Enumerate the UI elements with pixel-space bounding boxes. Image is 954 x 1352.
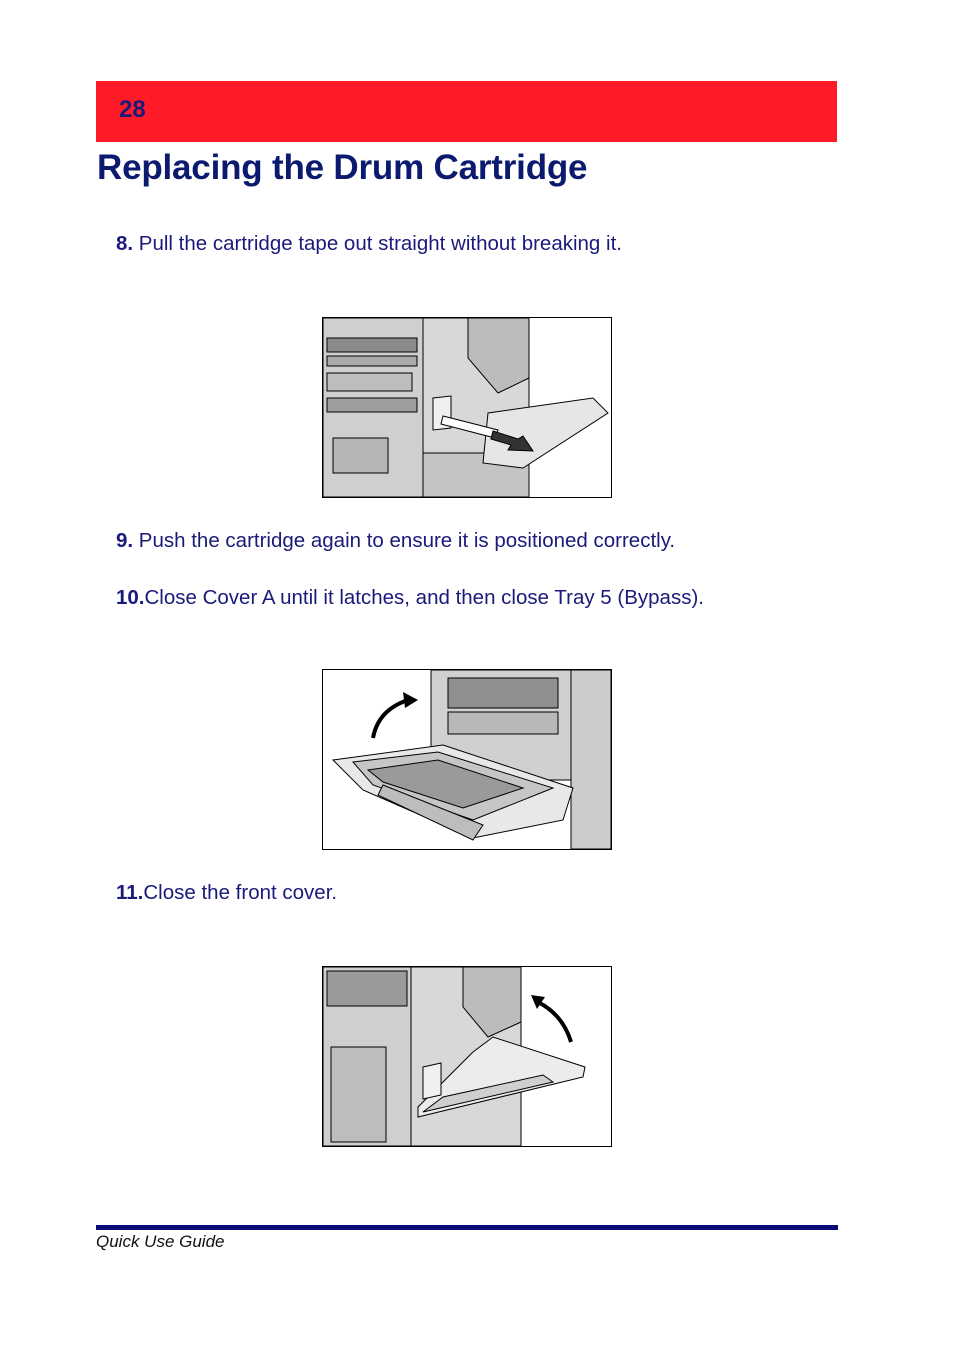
footer-guide-title: Quick Use Guide	[96, 1232, 225, 1251]
footer-rule	[96, 1225, 838, 1230]
illustration-pull-tape	[322, 317, 612, 498]
cover-a-open-drawing	[323, 670, 611, 849]
header-bar: 28	[96, 81, 837, 142]
front-cover-open-drawing	[323, 967, 611, 1146]
step-11: 11.Close the front cover.	[116, 881, 337, 905]
illustration-close-cover-a	[322, 669, 612, 850]
step-number: 10.	[116, 586, 145, 609]
page-number: 28	[119, 96, 146, 123]
page-title: Replacing the Drum Cartridge	[97, 148, 588, 187]
step-text: Pull the cartridge tape out straight wit…	[133, 232, 622, 255]
illustration-close-front-cover	[322, 966, 612, 1147]
step-text: Close the front cover.	[143, 881, 338, 904]
step-text: Push the cartridge again to ensure it is…	[133, 529, 676, 552]
step-number: 11.	[116, 881, 144, 904]
step-10: 10.Close Cover A until it latches, and t…	[116, 586, 704, 610]
printer-open-front-drawing	[323, 318, 611, 497]
step-text: Close Cover A until it latches, and then…	[144, 586, 704, 609]
step-number: 9.	[116, 529, 134, 552]
step-9: 9. Push the cartridge again to ensure it…	[116, 529, 675, 553]
step-8: 8. Pull the cartridge tape out straight …	[116, 232, 622, 256]
step-number: 8.	[116, 232, 134, 255]
